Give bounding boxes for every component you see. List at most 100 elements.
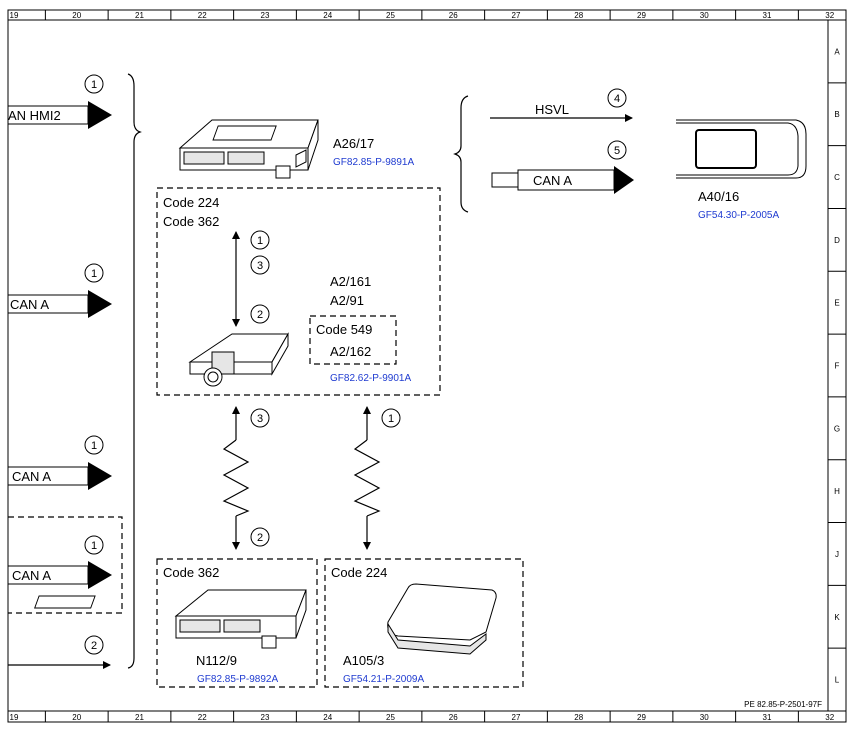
svg-text:2: 2 — [257, 309, 263, 321]
row-label: A — [834, 47, 840, 56]
column-label-bottom: 32 — [825, 713, 834, 722]
drawing-frame — [7, 9, 847, 723]
svg-text:HSVL: HSVL — [535, 102, 569, 117]
column-label-bottom: 23 — [261, 713, 270, 722]
unit-n112-9 — [34, 589, 307, 649]
row-label: K — [834, 613, 840, 622]
column-label-top: 19 — [10, 11, 19, 20]
a40-ref: GF54.30-P-2005A — [698, 210, 779, 221]
svg-text:CAN A: CAN A — [12, 469, 51, 484]
svg-text:1: 1 — [91, 440, 97, 452]
svg-text:4: 4 — [614, 93, 620, 105]
signal-hsvl: HSVL 4 — [490, 88, 633, 122]
svg-text:1: 1 — [91, 268, 97, 280]
n112-ref: GF82.85-P-9892A — [197, 674, 278, 685]
column-label-top: 27 — [512, 11, 521, 20]
link-box1-to-n112: 3 2 — [222, 406, 270, 550]
column-label-top: 28 — [574, 11, 583, 20]
box-a105-3 — [324, 558, 524, 688]
signal-can-a-3-block: CAN A 1 — [7, 516, 123, 614]
row-label: L — [835, 676, 840, 685]
a105-name: A105/3 — [343, 653, 384, 668]
svg-text:2: 2 — [91, 640, 97, 652]
row-label: F — [835, 362, 840, 371]
column-label-top: 25 — [386, 11, 395, 20]
unit-a105-3 — [387, 583, 497, 655]
a26-ref: GF82.85-P-9891A — [333, 157, 414, 168]
signal-can-hmi2: AN HMI2 1 — [7, 74, 112, 129]
box1-code-549: Code 549 — [316, 322, 372, 337]
svg-text:1: 1 — [91, 540, 97, 552]
row-label: C — [834, 173, 840, 182]
column-label-bottom: 20 — [72, 713, 81, 722]
n112-code: Code 362 — [163, 565, 219, 580]
svg-text:1: 1 — [388, 413, 394, 425]
svg-text:5: 5 — [614, 145, 620, 157]
box-code-549 — [309, 315, 397, 365]
column-label-top: 30 — [700, 11, 709, 20]
svg-text:CAN A: CAN A — [12, 568, 51, 583]
signal-can-a-2: CAN A 1 — [7, 435, 112, 490]
unit-a40-16-display — [676, 119, 807, 179]
unit-a26-17 — [178, 119, 319, 179]
box-n112-9 — [156, 558, 318, 688]
column-label-bottom: 25 — [386, 713, 395, 722]
column-ticks: 1919202021212222232324242525262627272828… — [10, 10, 835, 722]
column-label-bottom: 26 — [449, 713, 458, 722]
right-brace — [453, 95, 469, 213]
column-label-top: 29 — [637, 11, 646, 20]
column-label-bottom: 27 — [512, 713, 521, 722]
row-label: H — [834, 487, 840, 496]
box1-name-a2-161: A2/161 — [330, 274, 371, 289]
box1-name-a2-162: A2/162 — [330, 344, 371, 359]
unit-a2-161-module — [188, 332, 289, 387]
a26-name: A26/17 — [333, 136, 374, 151]
row-ticks: A B C D E F G H J K L — [828, 47, 846, 685]
column-label-bottom: 19 — [10, 713, 19, 722]
signal-can-a-right: CAN A 5 — [491, 140, 634, 194]
svg-text:CAN A: CAN A — [10, 297, 49, 312]
box-code-224-362 — [156, 187, 441, 396]
box1-code-362: Code 362 — [163, 214, 219, 229]
svg-text:1: 1 — [257, 235, 263, 247]
row-label: B — [834, 110, 839, 119]
link-box1-to-a105: 1 — [353, 406, 401, 550]
signal-can-a-1: CAN A 1 — [7, 263, 112, 318]
column-label-bottom: 30 — [700, 713, 709, 722]
column-label-bottom: 24 — [323, 713, 332, 722]
row-label: D — [834, 236, 840, 245]
svg-text:CAN A: CAN A — [533, 173, 572, 188]
svg-text:2: 2 — [257, 532, 263, 544]
box1-name-a2-91: A2/91 — [330, 293, 364, 308]
a105-code: Code 224 — [331, 565, 387, 580]
svg-text:AN HMI2: AN HMI2 — [8, 108, 61, 123]
n112-name: N112/9 — [196, 653, 237, 668]
a105-ref: GF54.21-P-2009A — [343, 674, 424, 685]
column-label-top: 23 — [261, 11, 270, 20]
row-label: J — [835, 550, 839, 559]
box1-ref: GF82.62-P-9901A — [330, 373, 411, 384]
column-label-top: 32 — [825, 11, 834, 20]
column-label-bottom: 31 — [763, 713, 772, 722]
column-label-top: 20 — [72, 11, 81, 20]
column-label-top: 24 — [323, 11, 332, 20]
column-label-top: 31 — [763, 11, 772, 20]
column-label-bottom: 21 — [135, 713, 144, 722]
svg-text:3: 3 — [257, 260, 263, 272]
svg-text:1: 1 — [91, 79, 97, 91]
column-label-bottom: 28 — [574, 713, 583, 722]
signal-line-2: 2 — [8, 635, 111, 669]
drawing-number: PE 82.85-P-2501-97F — [744, 700, 822, 709]
left-brace — [127, 73, 142, 669]
column-label-bottom: 22 — [198, 713, 207, 722]
row-label: G — [834, 424, 840, 433]
row-label: E — [834, 299, 839, 308]
svg-text:3: 3 — [257, 413, 263, 425]
box1-code-224: Code 224 — [163, 195, 219, 210]
a40-name: A40/16 — [698, 189, 739, 204]
column-label-top: 26 — [449, 11, 458, 20]
column-label-top: 22 — [198, 11, 207, 20]
column-label-bottom: 29 — [637, 713, 646, 722]
column-label-top: 21 — [135, 11, 144, 20]
